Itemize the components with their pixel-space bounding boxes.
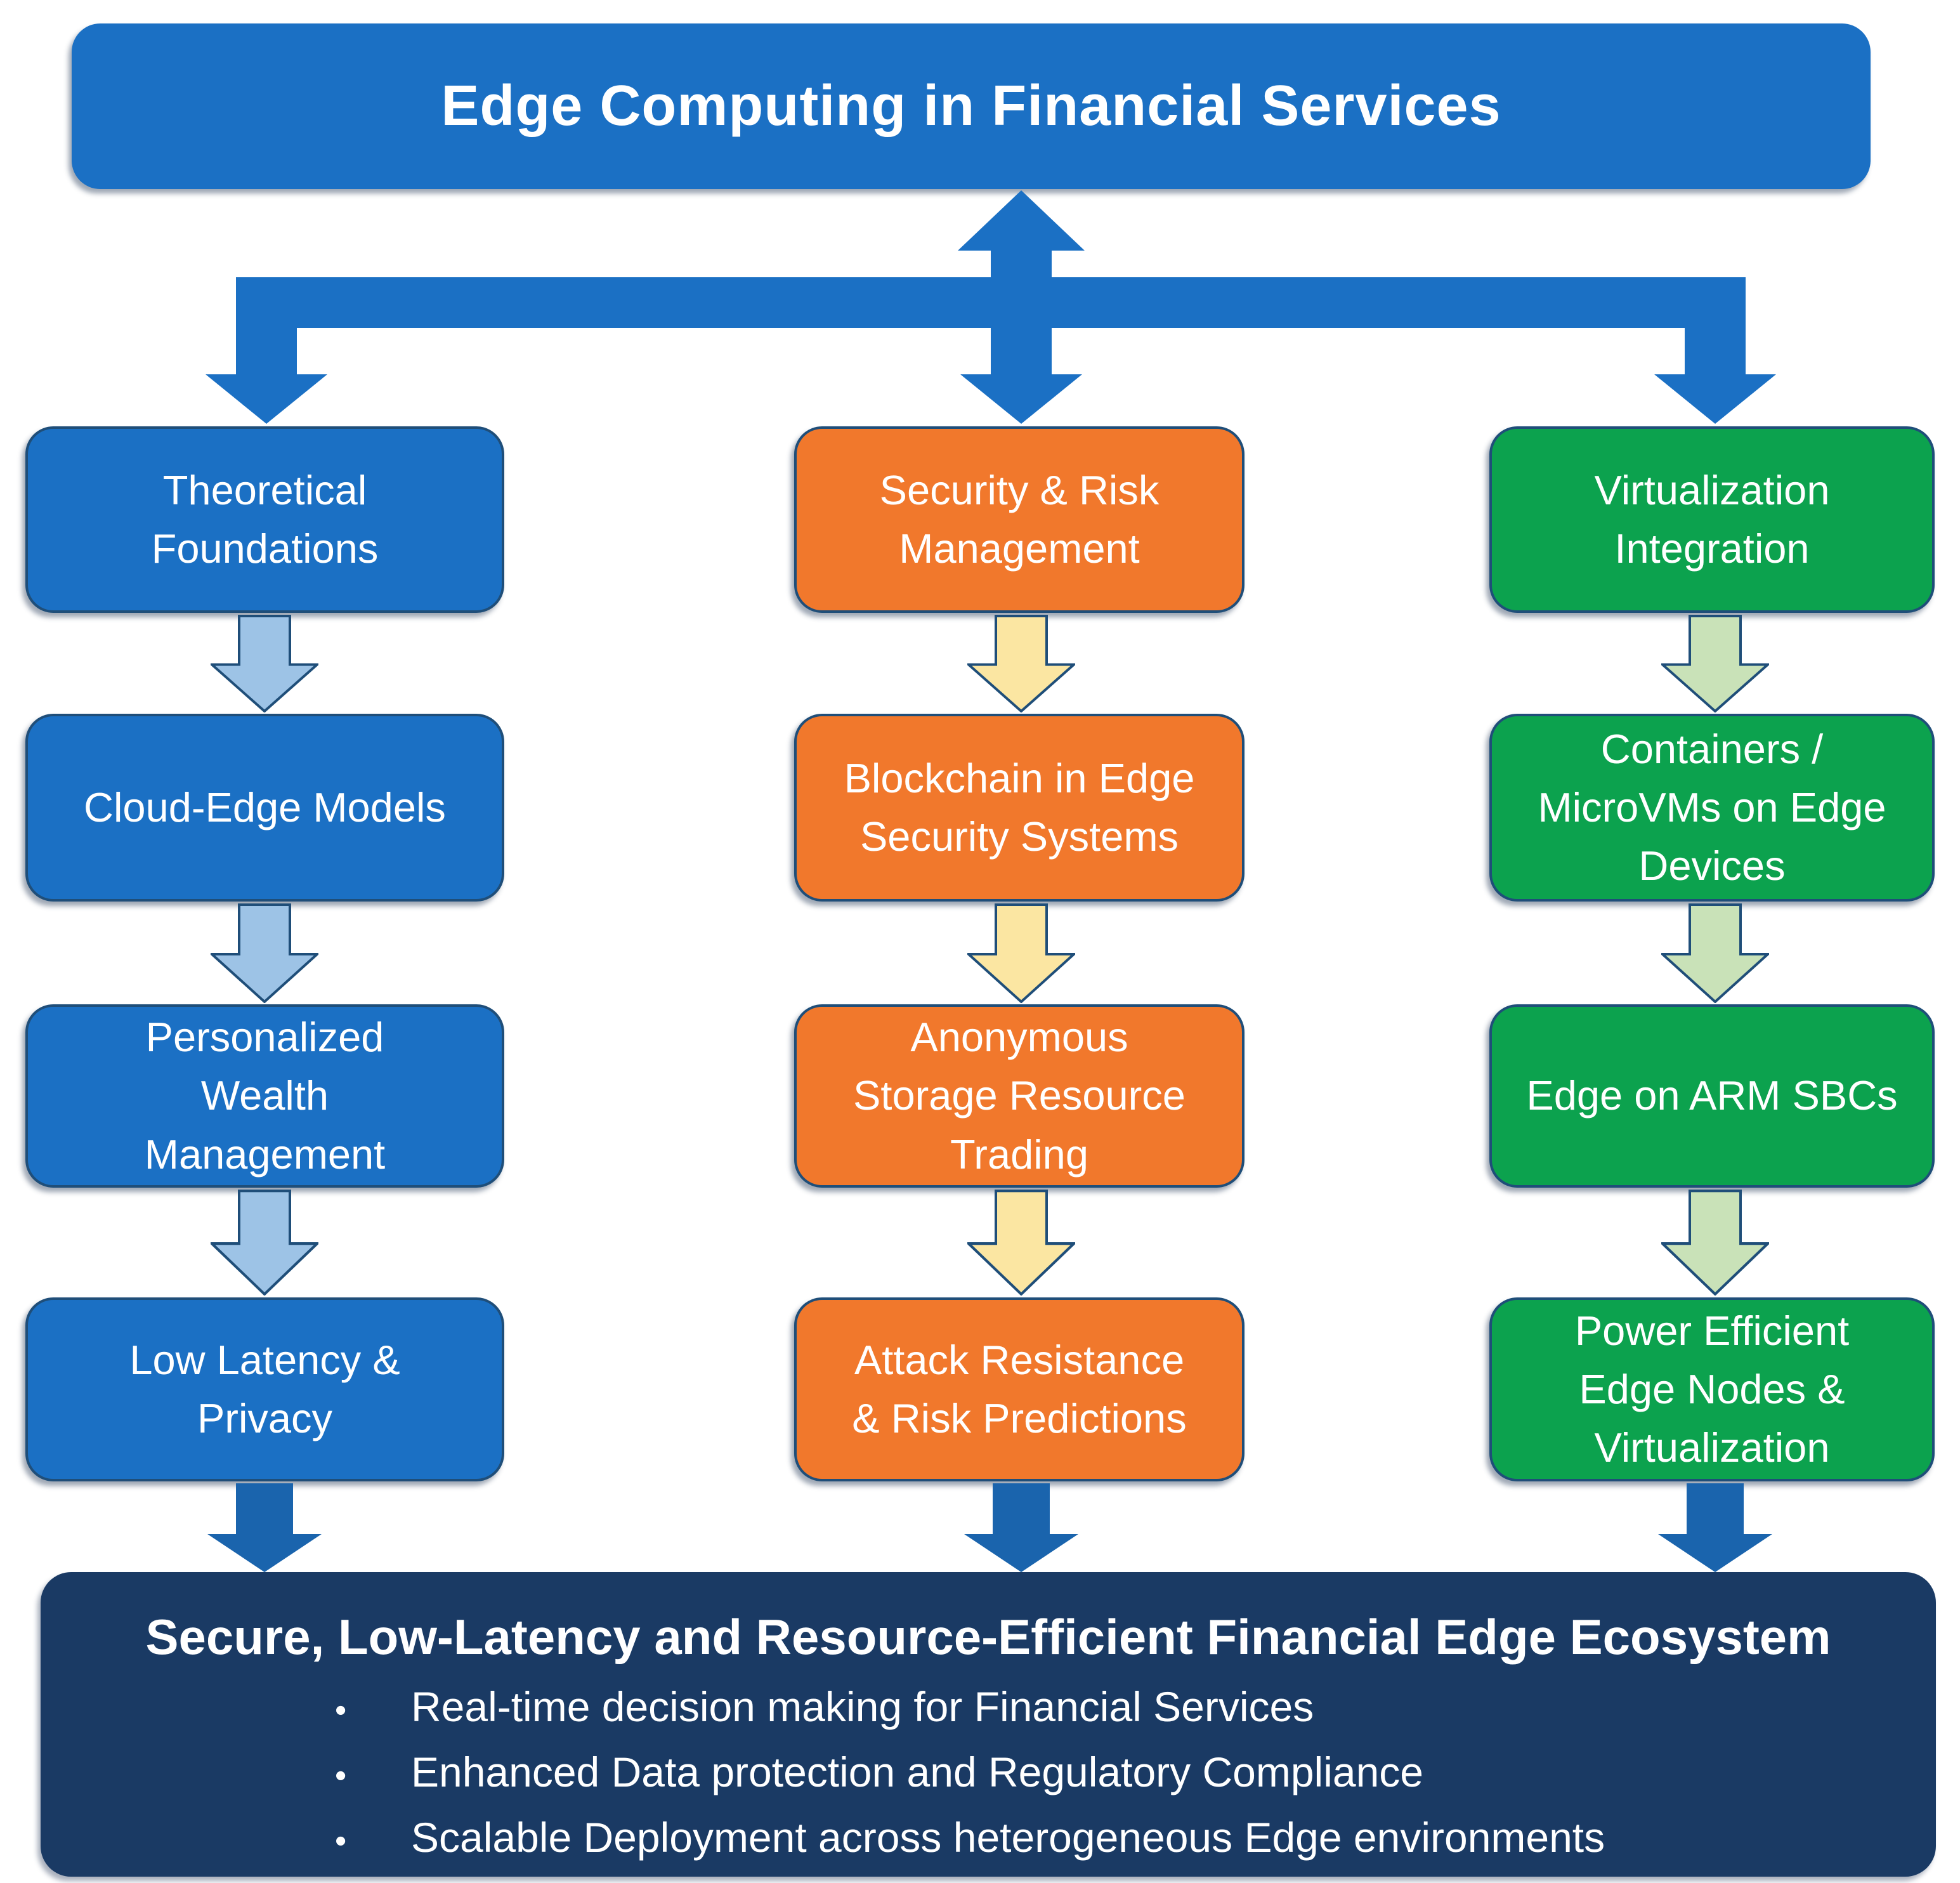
diagram-title: Edge Computing in Financial Services [441,74,1501,138]
down-arrow-light-blue [211,903,318,1003]
flow-box-edge-arm-sbcs: Edge on ARM SBCs [1489,1004,1935,1188]
outcome-bullet-text: Real-time decision making for Financial … [411,1683,1314,1730]
outcome-bullet-text: Enhanced Data protection and Regulatory … [411,1748,1423,1795]
branch-arrow-center [960,374,1082,424]
up-arrow [958,190,1085,285]
down-arrow-light-yellow [967,903,1075,1003]
final-arrow-right [1658,1483,1772,1572]
final-arrow-center [964,1483,1078,1572]
outcome-heading: Secure, Low-Latency and Resource-Efficie… [145,1609,1831,1665]
down-arrow-light-green [1661,903,1769,1003]
flow-box-personalized-wealth-management: Personalized Wealth Management [25,1004,504,1188]
title-box: Edge Computing in Financial Services [72,23,1871,189]
down-arrow-light-blue [211,1190,318,1296]
outcome-bullet: Scalable Deployment across heterogeneous… [335,1807,1936,1872]
horizontal-bar [236,277,1746,328]
flow-box-anonymous-storage-trading: Anonymous Storage Resource Trading [794,1004,1245,1188]
outcome-box: Secure, Low-Latency and Resource-Efficie… [41,1572,1936,1877]
flow-box-power-efficient-edge-nodes: Power Efficient Edge Nodes & Virtualizat… [1489,1297,1935,1481]
outcome-bullet-text: Scalable Deployment across heterogeneous… [411,1814,1605,1861]
branch-left-shaft [236,324,297,376]
branch-right-shaft [1685,324,1746,376]
outcome-bullet-list: Real-time decision making for Financial … [41,1676,1936,1872]
flow-box-theoretical-foundations: Theoretical Foundations [25,426,504,613]
flow-box-cloud-edge-models: Cloud-Edge Models [25,714,504,902]
distributor-connector [206,190,1776,424]
flow-box-security-risk-management: Security & Risk Management [794,426,1245,613]
down-arrow-light-yellow [967,1190,1075,1296]
flow-box-containers-microvms: Containers / MicroVMs on Edge Devices [1489,714,1935,902]
down-arrow-light-green [1661,615,1769,712]
down-arrow-light-yellow [967,615,1075,712]
final-arrow-left [207,1483,322,1572]
flow-box-low-latency-privacy: Low Latency & Privacy [25,1297,504,1481]
down-arrow-light-green [1661,1190,1769,1296]
flow-box-blockchain-edge-security: Blockchain in Edge Security Systems [794,714,1245,902]
flow-box-attack-resistance-risk-predictions: Attack Resistance & Risk Predictions [794,1297,1245,1481]
branch-arrow-right [1654,374,1776,424]
outcome-bullet: Enhanced Data protection and Regulatory … [335,1742,1936,1807]
branch-arrow-left [206,374,327,424]
down-arrow-light-blue [211,615,318,712]
branch-center-shaft [991,324,1052,376]
outcome-bullet: Real-time decision making for Financial … [335,1676,1936,1742]
flow-box-virtualization-integration: Virtualization Integration [1489,426,1935,613]
